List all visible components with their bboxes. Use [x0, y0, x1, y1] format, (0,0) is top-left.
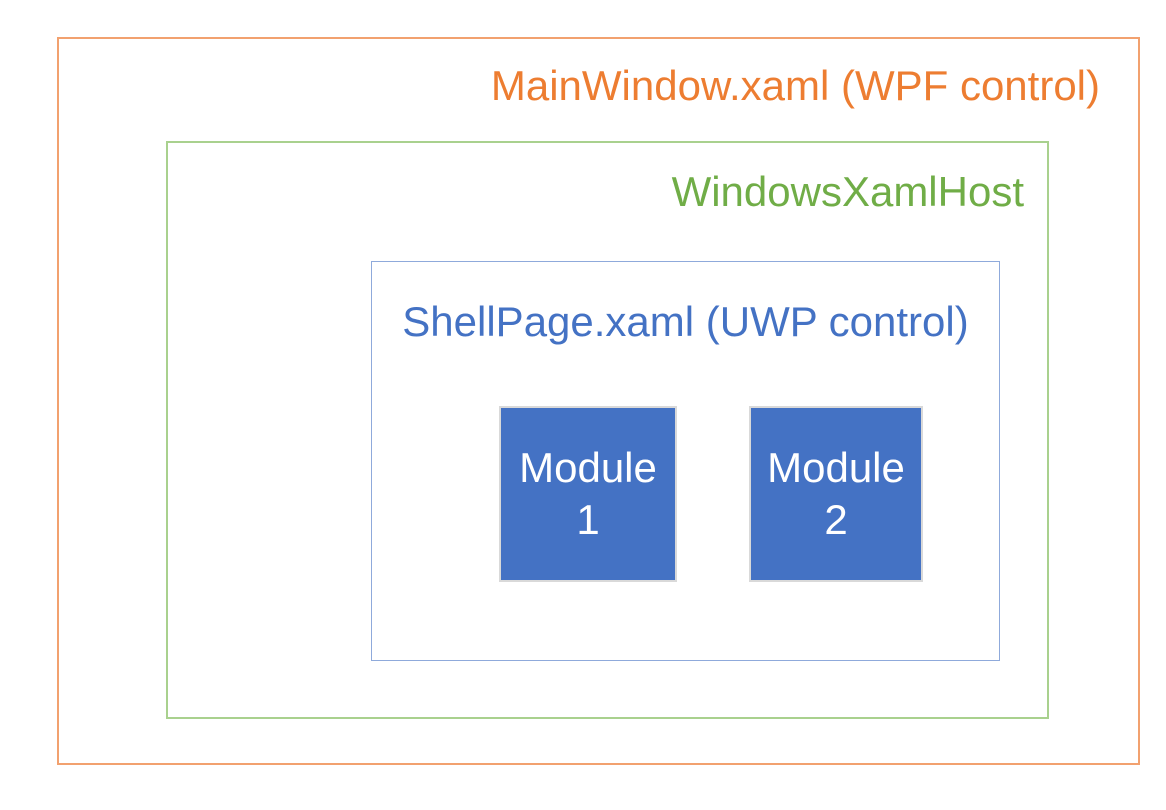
wpf-window-label: MainWindow.xaml (WPF control) — [490, 62, 1100, 109]
module-1-box: Module 1 — [499, 406, 677, 582]
shell-page-label: ShellPage.xaml (UWP control) — [402, 298, 969, 345]
xaml-host-box: WindowsXamlHost ShellPage.xaml (UWP cont… — [166, 141, 1049, 719]
wpf-window-box: MainWindow.xaml (WPF control) WindowsXam… — [57, 37, 1140, 765]
module-2-number: 2 — [824, 496, 848, 543]
shell-page-box: ShellPage.xaml (UWP control) Module 1 Mo… — [371, 261, 1000, 661]
module-2-name: Module — [767, 443, 905, 491]
module-1-number: 1 — [576, 496, 600, 543]
module-2-box: Module 2 — [749, 406, 923, 582]
xaml-host-label: WindowsXamlHost — [671, 168, 1024, 215]
module-1-name: Module — [519, 443, 657, 491]
